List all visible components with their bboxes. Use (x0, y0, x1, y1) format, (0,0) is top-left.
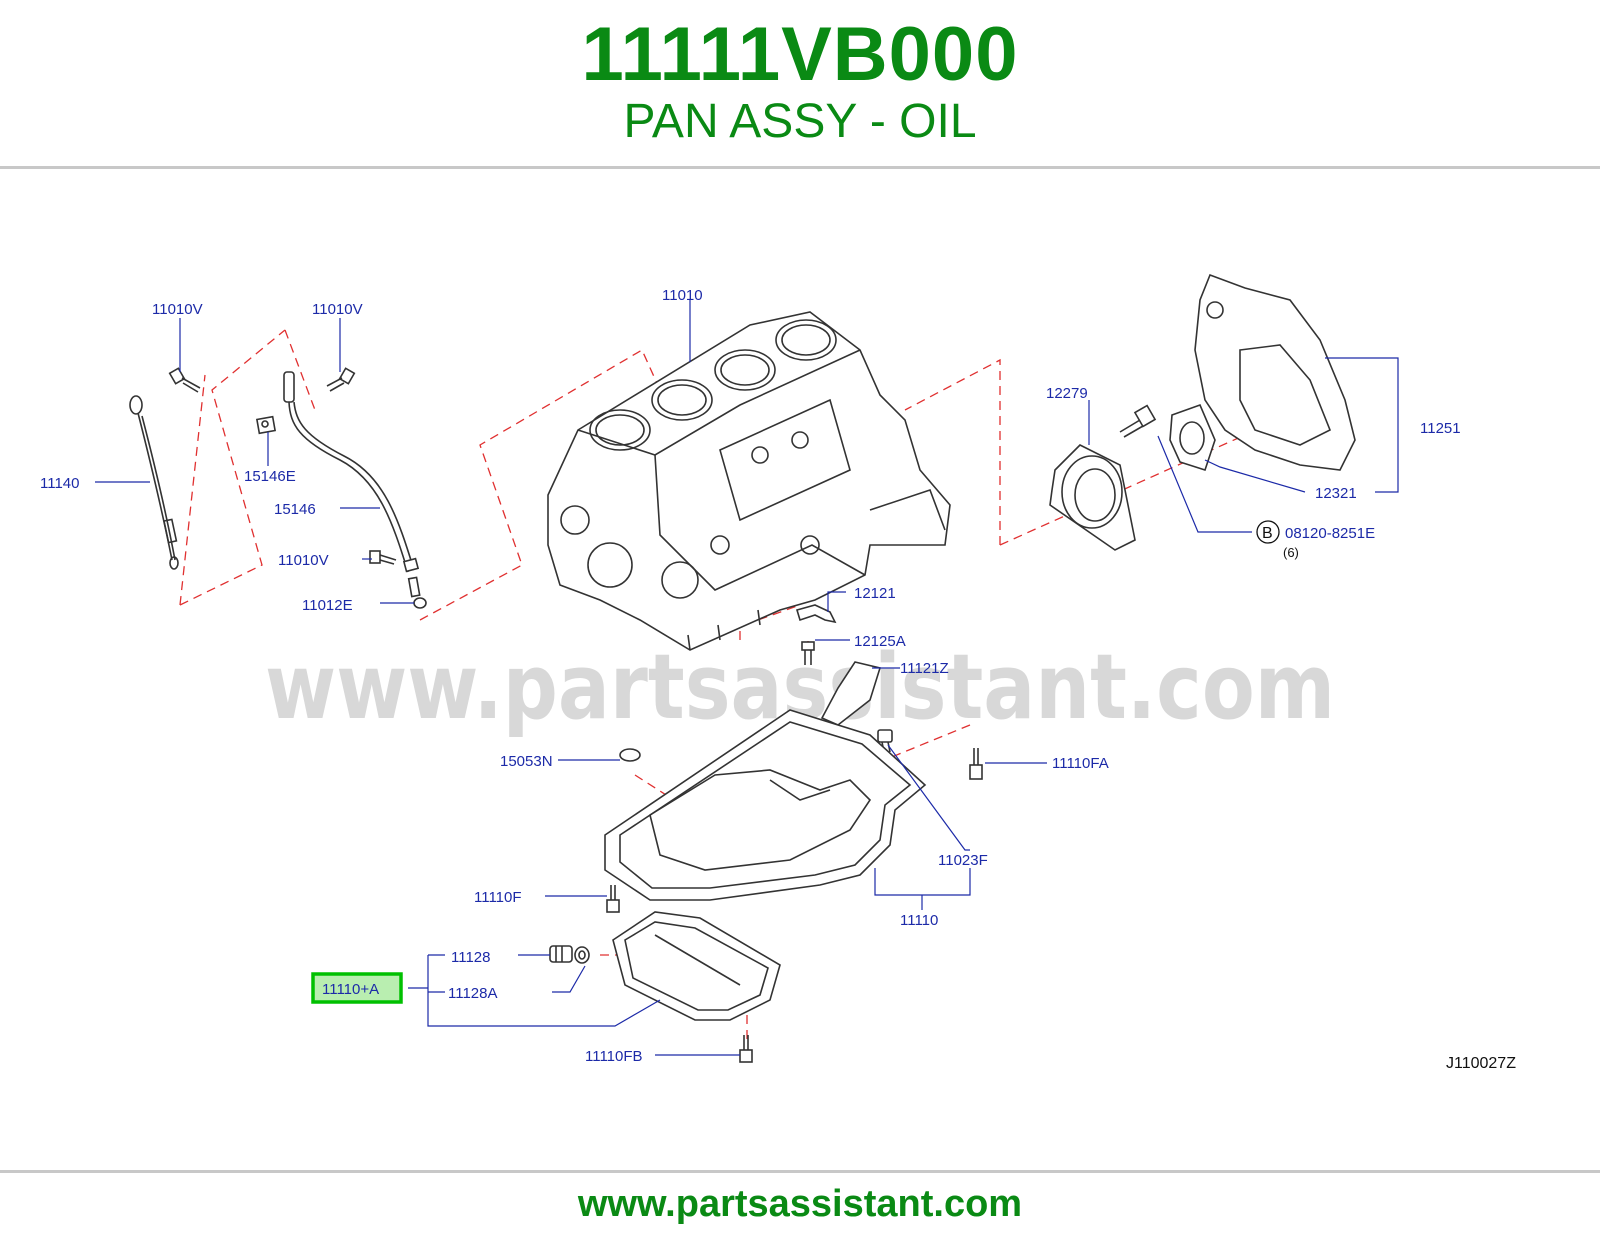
label-12321[interactable]: 12321 (1315, 485, 1357, 502)
leader-lines (95, 300, 1399, 1056)
label-12279[interactable]: 12279 (1046, 385, 1088, 402)
footer-url[interactable]: www.partsassistant.com (577, 1183, 1023, 1225)
callout-b-letter: B (1262, 525, 1273, 542)
rear-plate-11251 (1194, 273, 1356, 471)
callout-b-circle (1256, 520, 1280, 544)
label-11128[interactable]: 11128 (451, 949, 491, 966)
footer-divider (0, 1170, 1600, 1173)
drain-plug-11128 (549, 945, 590, 964)
label-11023F[interactable]: 11023F (938, 852, 988, 869)
label-11110F[interactable]: 11110F (474, 889, 522, 906)
header-divider (0, 166, 1600, 169)
label-11121Z[interactable]: 11121Z (900, 660, 949, 677)
label-11110[interactable]: 11110 (900, 912, 938, 929)
part-labels: 11010V 11010V 11010 11140 15146E 15146 1… (40, 287, 1516, 1072)
part-name-subtitle: PAN ASSY - OIL (623, 95, 977, 148)
bracket-12121 (795, 604, 837, 665)
gasket-12321 (1169, 403, 1216, 472)
label-12125A[interactable]: 12125A (854, 633, 906, 650)
label-11110FB[interactable]: 11110FB (585, 1048, 643, 1065)
guide-tube-15146 (255, 371, 427, 609)
bolt-08120 (1119, 404, 1157, 438)
bolt-11010V-group (168, 367, 397, 565)
label-11010V[interactable]: 11010V (278, 552, 329, 569)
pan-bolts (606, 729, 983, 1063)
oil-pan-upper-11110 (604, 709, 927, 901)
dipstick-11140 (129, 395, 179, 570)
diagram-code: J110027Z (1446, 1055, 1516, 1072)
seal-retainer-12279 (1049, 444, 1136, 551)
label-11012E[interactable]: 11012E (302, 597, 353, 614)
label-11110-plus-a[interactable]: 11110+A (322, 981, 379, 998)
label-15146[interactable]: 15146 (274, 501, 316, 518)
label-12121[interactable]: 12121 (854, 585, 896, 602)
label-11128A[interactable]: 11128A (448, 985, 498, 1002)
label-qty-6: (6) (1283, 545, 1299, 560)
label-11010V[interactable]: 11010V (152, 301, 203, 318)
oil-pan-lower (612, 911, 781, 1021)
label-11251[interactable]: 11251 (1420, 420, 1461, 437)
label-11010[interactable]: 11010 (662, 287, 703, 304)
label-11110FA[interactable]: 11110FA (1052, 755, 1109, 772)
cylinder-block-11010 (547, 311, 951, 651)
label-11140[interactable]: 11140 (40, 475, 80, 492)
highlight-box (311, 972, 403, 1004)
label-11010V[interactable]: 11010V (312, 301, 363, 318)
label-08120-8251E[interactable]: 08120-8251E (1285, 525, 1375, 542)
label-15053N[interactable]: 15053N (500, 753, 553, 770)
label-15146E[interactable]: 15146E (244, 468, 296, 485)
part-number-title: 11111VB000 (581, 12, 1019, 97)
header: 11111VB000 PAN ASSY - OIL (0, 0, 1600, 168)
